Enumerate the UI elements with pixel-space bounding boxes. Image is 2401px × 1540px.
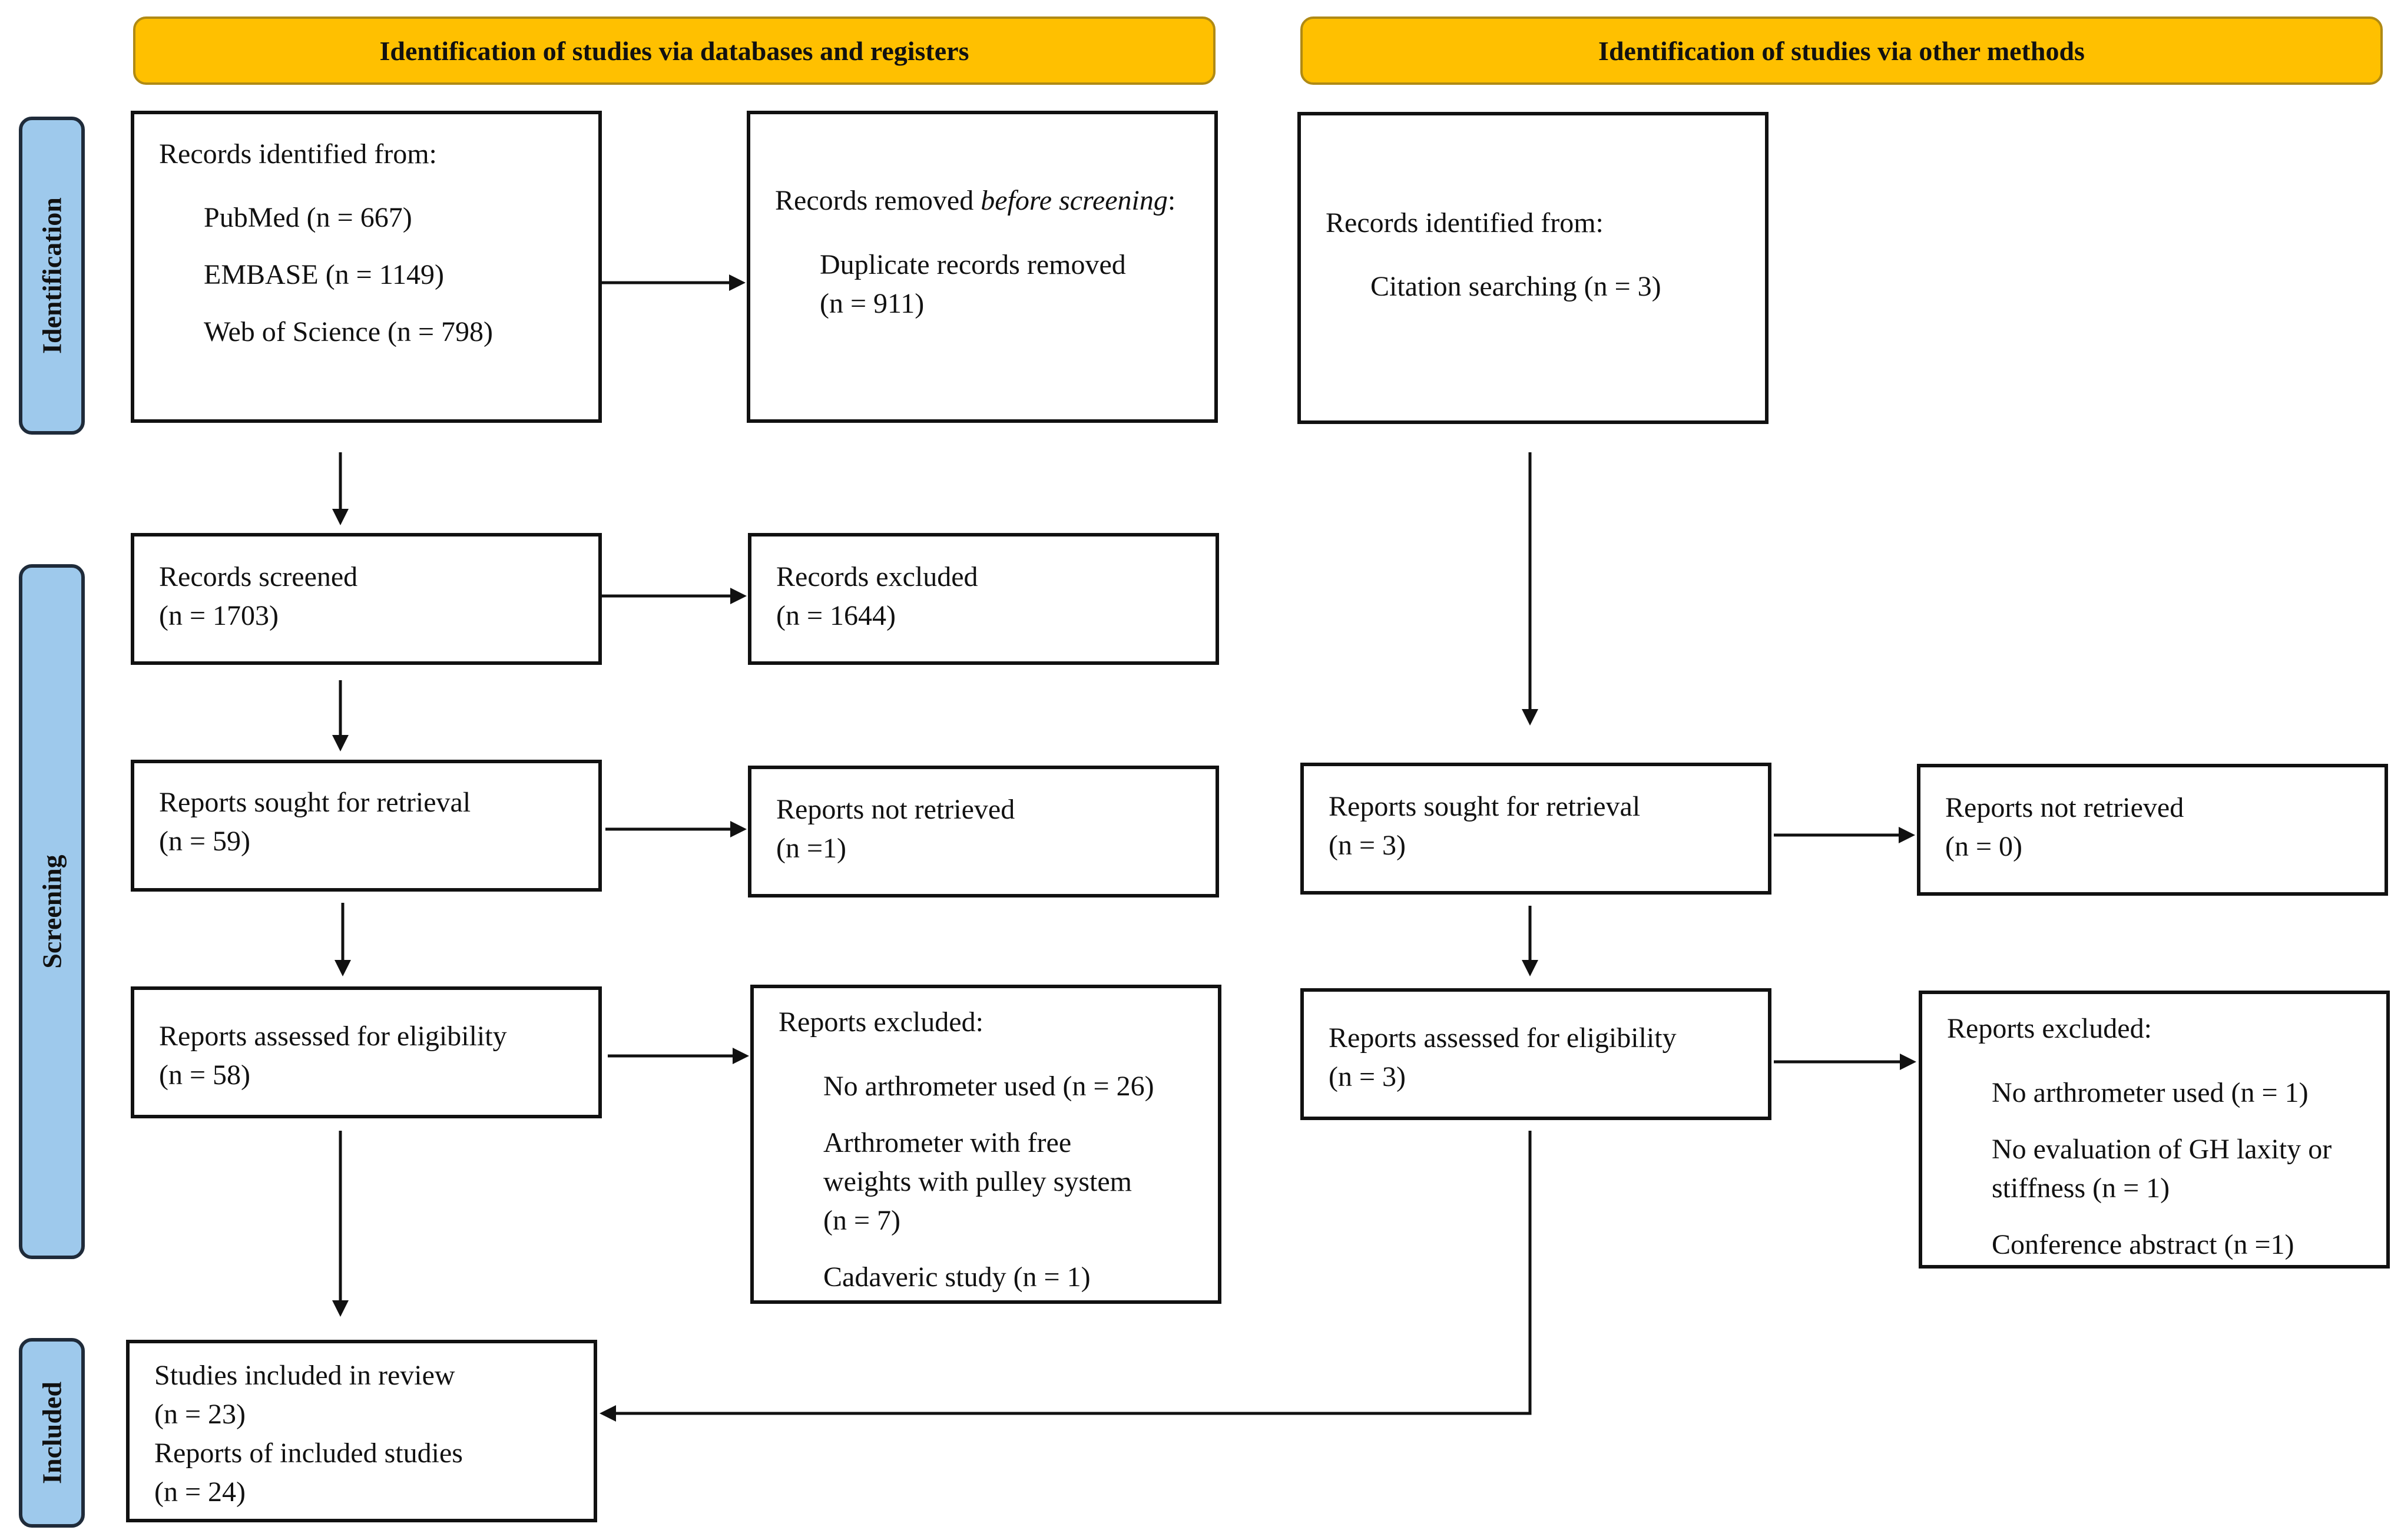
exclusion-reason-2-line-2: weights with pulley system bbox=[823, 1166, 1132, 1197]
reports-sought-other-title: Reports sought for retrieval bbox=[1329, 791, 1641, 822]
studies-included-count: (n = 23) bbox=[154, 1399, 246, 1430]
arrow-to-reports-assessed bbox=[335, 903, 351, 976]
reports-sought-count: (n = 59) bbox=[159, 826, 251, 857]
reports-sought-other-count: (n = 3) bbox=[1329, 830, 1406, 861]
arrow-to-reports-assessed-other bbox=[1522, 906, 1538, 976]
reports-not-retrieved-title: Reports not retrieved bbox=[776, 794, 1015, 825]
reports-assessed-count: (n = 58) bbox=[159, 1059, 251, 1091]
reports-not-retrieved-other-count: (n = 0) bbox=[1945, 831, 2023, 862]
arrow-other-to-studies-included bbox=[600, 1131, 1532, 1422]
records-removed-title: Records removed before screening: bbox=[775, 185, 1176, 216]
arrow-to-reports-not-retrieved bbox=[605, 821, 747, 837]
reports-not-retrieved-other-title: Reports not retrieved bbox=[1945, 792, 2184, 823]
phase-included: Included bbox=[19, 1338, 85, 1528]
records-screened-title: Records screened bbox=[159, 561, 358, 592]
arrow-to-studies-included bbox=[332, 1131, 349, 1317]
duplicates-removed: Duplicate records removed bbox=[820, 249, 1126, 280]
records-screened-box: Records screened (n = 1703) bbox=[131, 533, 602, 665]
reports-included-count: (n = 24) bbox=[154, 1476, 246, 1508]
other-exclusion-reason-2-line-1: No evaluation of GH laxity or bbox=[1992, 1134, 2332, 1165]
header-databases-label: Identification of studies via databases … bbox=[379, 35, 969, 66]
reports-included-title: Reports of included studies bbox=[154, 1438, 463, 1469]
studies-included-box: Studies included in review (n = 23) Repo… bbox=[126, 1340, 597, 1522]
reports-excluded-other-box: Reports excluded: No arthrometer used (n… bbox=[1919, 991, 2390, 1269]
reports-not-retrieved-databases-box: Reports not retrieved (n =1) bbox=[748, 766, 1219, 897]
records-screened-count: (n = 1703) bbox=[159, 600, 279, 631]
records-identified-databases-box: Records identified from: PubMed (n = 667… bbox=[131, 111, 602, 423]
header-other-methods-label: Identification of studies via other meth… bbox=[1598, 35, 2085, 66]
records-identified-other-title: Records identified from: bbox=[1326, 207, 1604, 239]
exclusion-reason-3: Cadaveric study (n = 1) bbox=[823, 1261, 1091, 1293]
records-identified-title: Records identified from: bbox=[159, 138, 437, 170]
reports-assessed-databases-box: Reports assessed for eligibility (n = 58… bbox=[131, 986, 602, 1118]
reports-assessed-title: Reports assessed for eligibility bbox=[159, 1021, 507, 1052]
arrow-to-records-excluded bbox=[602, 588, 747, 604]
reports-not-retrieved-count: (n =1) bbox=[776, 833, 847, 864]
arrow-to-records-screened bbox=[332, 452, 349, 525]
arrow-to-reports-excluded-other bbox=[1774, 1054, 1916, 1070]
other-exclusion-reason-2-line-2: stiffness (n = 1) bbox=[1992, 1173, 2170, 1204]
phase-screening: Screening bbox=[19, 564, 85, 1259]
source-pubmed: PubMed (n = 667) bbox=[204, 202, 412, 233]
reports-assessed-other-count: (n = 3) bbox=[1329, 1061, 1406, 1092]
reports-sought-other-box: Reports sought for retrieval (n = 3) bbox=[1300, 763, 1771, 895]
arrow-to-reports-not-retrieved-other bbox=[1774, 827, 1915, 843]
reports-not-retrieved-other-box: Reports not retrieved (n = 0) bbox=[1917, 764, 2388, 896]
arrow-to-reports-sought bbox=[332, 680, 349, 751]
header-other-methods: Identification of studies via other meth… bbox=[1300, 16, 2383, 85]
arrow-to-records-removed bbox=[602, 274, 746, 291]
records-identified-other-box: Records identified from: Citation search… bbox=[1297, 112, 1769, 424]
arrow-to-reports-sought-other bbox=[1522, 452, 1538, 726]
other-exclusion-reason-3: Conference abstract (n =1) bbox=[1992, 1229, 2294, 1260]
header-databases: Identification of studies via databases … bbox=[133, 16, 1216, 85]
exclusion-reason-2-line-3: (n = 7) bbox=[823, 1205, 901, 1236]
source-embase: EMBASE (n = 1149) bbox=[204, 259, 444, 290]
other-exclusion-reason-1: No arthrometer used (n = 1) bbox=[1992, 1077, 2309, 1108]
duplicates-removed-count: (n = 911) bbox=[820, 288, 925, 319]
reports-sought-title: Reports sought for retrieval bbox=[159, 787, 471, 818]
records-excluded-title: Records excluded bbox=[776, 561, 978, 592]
reports-excluded-title: Reports excluded: bbox=[779, 1006, 983, 1038]
source-web-of-science: Web of Science (n = 798) bbox=[204, 316, 494, 347]
records-excluded-count: (n = 1644) bbox=[776, 600, 896, 631]
reports-assessed-other-box: Reports assessed for eligibility (n = 3) bbox=[1300, 988, 1771, 1120]
reports-excluded-other-title: Reports excluded: bbox=[1947, 1013, 2152, 1044]
arrow-to-reports-excluded bbox=[608, 1048, 749, 1064]
reports-excluded-databases-box: Reports excluded: No arthrometer used (n… bbox=[750, 985, 1221, 1304]
reports-assessed-other-title: Reports assessed for eligibility bbox=[1329, 1022, 1677, 1054]
records-removed-box: Records removed before screening: Duplic… bbox=[747, 111, 1218, 423]
phase-identification: Identification bbox=[19, 117, 85, 435]
studies-included-title: Studies included in review bbox=[154, 1360, 455, 1391]
exclusion-reason-2-line-1: Arthrometer with free bbox=[823, 1127, 1072, 1158]
reports-sought-databases-box: Reports sought for retrieval (n = 59) bbox=[131, 760, 602, 892]
source-citation-searching: Citation searching (n = 3) bbox=[1370, 271, 1661, 302]
records-excluded-box: Records excluded (n = 1644) bbox=[748, 533, 1219, 665]
exclusion-reason-1: No arthrometer used (n = 26) bbox=[823, 1071, 1154, 1102]
